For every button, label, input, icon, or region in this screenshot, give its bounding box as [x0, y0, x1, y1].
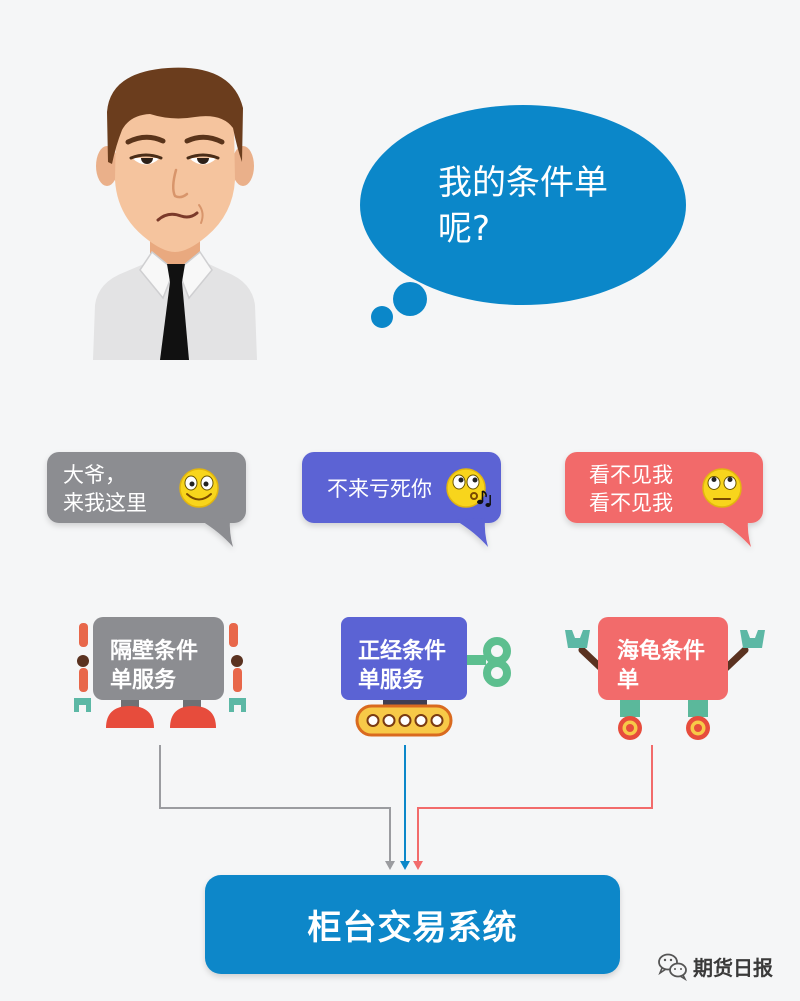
robot-right-arm — [229, 623, 246, 712]
robot-neighbor — [74, 617, 246, 728]
thought-line: 呢? — [438, 209, 491, 249]
robot-returnee — [565, 617, 765, 740]
wheel-icon — [618, 716, 642, 740]
frowning-man-icon — [93, 67, 257, 360]
robot-line: 隔壁条件 — [110, 639, 199, 664]
robot-label-neighbor: 隔壁条件 单服务 — [110, 637, 198, 695]
watermark-label: 期货日报 — [693, 956, 773, 980]
thought-dot-large — [393, 282, 427, 316]
robot-left-arm — [74, 623, 91, 712]
robot-line: 单服务 — [358, 668, 425, 693]
robot-label-legit: 正经条件 单服务 — [358, 637, 446, 695]
connector-coral — [413, 745, 653, 870]
robot-connector — [383, 698, 427, 708]
robot-legit — [341, 617, 511, 737]
speech-line: 看不见我 — [589, 491, 673, 515]
claw-icon — [565, 630, 590, 648]
collar-right — [177, 250, 213, 300]
left-eye — [129, 153, 163, 165]
collar-left — [139, 250, 175, 300]
thought-bubble-text: 我的条件单 呢? — [438, 160, 608, 252]
speech-bubble-legit — [302, 452, 501, 547]
right-eyebrow — [184, 134, 225, 145]
wheel-icon — [686, 716, 710, 740]
robot-body — [93, 617, 224, 700]
thought-dot-small — [371, 306, 393, 328]
arrow-down-icon — [385, 861, 395, 870]
wechat-icon — [658, 953, 687, 982]
hair — [107, 67, 243, 164]
wind-up-key-icon — [464, 637, 511, 687]
connector-blue — [400, 745, 410, 870]
robot-strut-left — [620, 698, 640, 717]
thought-bubble — [360, 105, 686, 328]
robot-label-returnee: 海龟条件 单 — [617, 637, 705, 695]
neutral-face-icon — [702, 468, 742, 508]
trading-system-box — [205, 875, 620, 974]
speech-line: 大爷， — [63, 463, 126, 487]
robot-line: 正经条件 — [358, 639, 447, 664]
thought-line: 我的条件单 — [438, 163, 608, 203]
trading-system-label: 柜台交易系统 — [307, 908, 518, 948]
speech-bubble-text-legit: 不来亏死你 — [327, 475, 432, 503]
robot-body — [598, 617, 728, 700]
robot-line: 单服务 — [110, 668, 177, 693]
robot-foot-left — [106, 706, 154, 728]
whistling-face-icon — [446, 468, 491, 508]
grinning-face-icon — [179, 468, 219, 508]
right-eye — [186, 153, 220, 165]
mouth — [156, 211, 199, 222]
tie — [160, 282, 189, 360]
cheek-crease — [198, 204, 204, 224]
claw-icon — [740, 630, 765, 648]
arrow-down-icon — [413, 861, 423, 870]
connector-gray — [159, 745, 395, 870]
speech-line: 来我这里 — [63, 491, 147, 515]
tie-knot — [167, 264, 185, 282]
right-ear — [232, 146, 254, 186]
speech-bubble-text-neighbor: 大爷， 来我这里 — [63, 461, 147, 517]
speech-line: 不来亏死你 — [327, 477, 432, 501]
left-eyebrow — [125, 134, 166, 145]
robot-line: 海龟条件 — [617, 639, 706, 664]
robot-strut-right — [688, 698, 708, 717]
robot-left-arm — [565, 630, 605, 672]
arrow-down-icon — [400, 861, 410, 870]
robot-right-arm — [722, 630, 765, 672]
speech-line: 看不见我 — [589, 463, 673, 487]
robot-line: 单 — [617, 668, 640, 693]
robot-foot-right — [170, 706, 216, 728]
music-notes-icon — [477, 490, 491, 507]
speech-bubble-text-returnee: 看不见我 看不见我 — [589, 461, 673, 517]
robot-tread — [355, 704, 453, 737]
nose — [172, 168, 189, 199]
robot-body — [341, 617, 467, 700]
